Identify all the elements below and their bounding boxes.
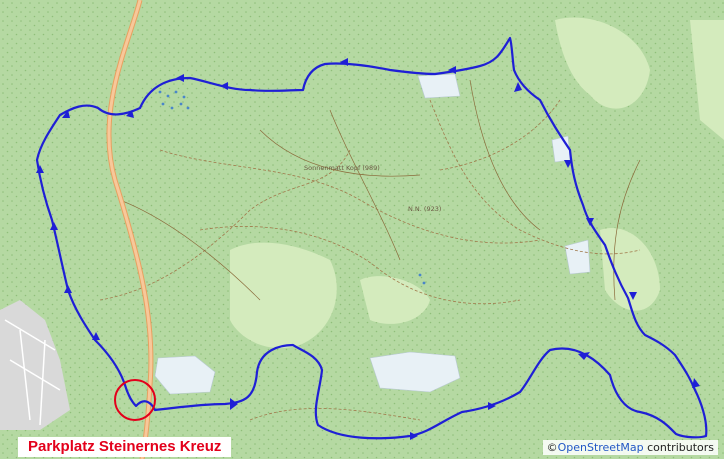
water-symbols xyxy=(158,90,426,285)
start-location-label: Parkplatz Steinernes Kreuz xyxy=(18,437,232,457)
forest-paths xyxy=(119,79,641,301)
settlement-area xyxy=(0,300,70,430)
attribution-prefix: © xyxy=(546,441,558,454)
meadow xyxy=(690,20,724,140)
hiking-route[interactable] xyxy=(35,36,708,440)
meadow xyxy=(600,228,660,311)
openstreetmap-link[interactable]: OpenStreetMap xyxy=(557,441,644,454)
main-road-fill xyxy=(107,0,153,459)
attribution-suffix: contributors xyxy=(643,441,714,454)
meadow xyxy=(360,276,430,324)
forest-tracks xyxy=(99,99,641,421)
map-attribution: ©OpenStreetMap contributors xyxy=(542,440,718,455)
route-direction-arrows xyxy=(36,58,700,440)
start-marker-circle[interactable] xyxy=(114,379,156,421)
settlement-streets xyxy=(4,319,61,426)
meadow xyxy=(230,242,337,349)
peak-label-sonnenmatt: Sonnenmatt Kopf (989) xyxy=(304,164,380,172)
meadow xyxy=(555,17,650,109)
peak-label-nn: N.N. (923) xyxy=(408,205,442,213)
